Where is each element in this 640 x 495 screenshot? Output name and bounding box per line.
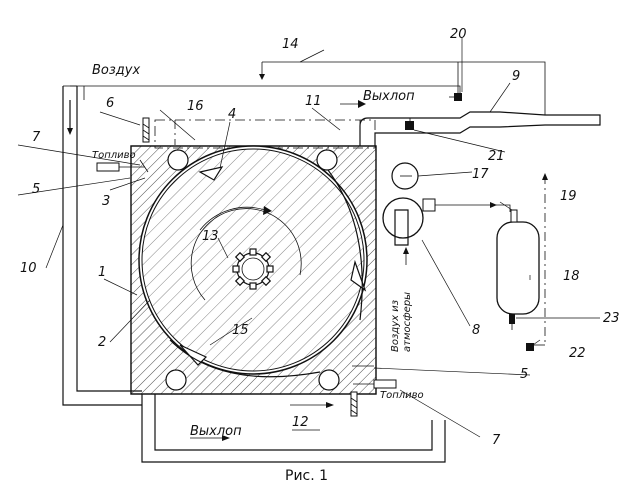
leader-lines: [17, 38, 600, 438]
exhaust-pipe-top: [340, 100, 601, 146]
num-11: 11: [305, 94, 322, 109]
num-20: 20: [450, 27, 467, 42]
compressor-17: [391, 162, 419, 190]
num-2: 2: [98, 335, 106, 350]
valve-21: [405, 118, 414, 130]
num-9: 9: [512, 69, 520, 84]
num-7-right: 7: [492, 433, 501, 448]
label-atm-air: Воздух из атмосферы: [390, 292, 413, 352]
num-10: 10: [20, 261, 37, 276]
num-19: 19: [560, 189, 577, 204]
num-16: 16: [187, 99, 204, 114]
label-exhaust-top: Выхлоп: [363, 89, 415, 104]
figure-caption: Рис. 1: [285, 468, 328, 484]
corner-bolts: [165, 149, 340, 391]
num-17: 17: [472, 167, 489, 182]
label-atm-line2: атмосферы: [402, 292, 413, 352]
fuel-injector-right: [350, 365, 397, 417]
num-5-left: 5: [32, 182, 40, 197]
num-4: 4: [228, 107, 236, 122]
num-5-right: 5: [520, 367, 528, 382]
exhaust-pipe-bottom: [141, 394, 446, 463]
fuel-injector-left: [96, 117, 150, 173]
num-18: 18: [563, 269, 580, 284]
num-14: 14: [282, 37, 299, 52]
tank-18: [496, 173, 548, 351]
compressor-8: [382, 197, 511, 265]
num-6: 6: [106, 96, 114, 111]
label-atm-line1: Воздух из: [390, 300, 401, 352]
num-8: 8: [472, 323, 480, 338]
num-7-left: 7: [32, 130, 41, 145]
num-1: 1: [98, 265, 106, 280]
num-21: 21: [488, 149, 505, 164]
num-15: 15: [232, 323, 249, 338]
valve-20: [449, 93, 462, 101]
gear-shaft: [232, 248, 274, 290]
num-13: 13: [202, 229, 219, 244]
num-23: 23: [603, 311, 620, 326]
label-fuel-left: Топливо: [92, 150, 136, 161]
num-3: 3: [102, 194, 110, 209]
label-exhaust-bottom: Выхлоп: [190, 424, 242, 439]
air-duct-left: [62, 85, 142, 406]
num-22: 22: [569, 346, 586, 361]
label-fuel-right: Топливо: [380, 390, 424, 401]
pipe-14: [259, 61, 546, 115]
label-air: Воздух: [92, 63, 140, 78]
air-manifold: [70, 85, 461, 100]
num-12: 12: [292, 415, 309, 430]
